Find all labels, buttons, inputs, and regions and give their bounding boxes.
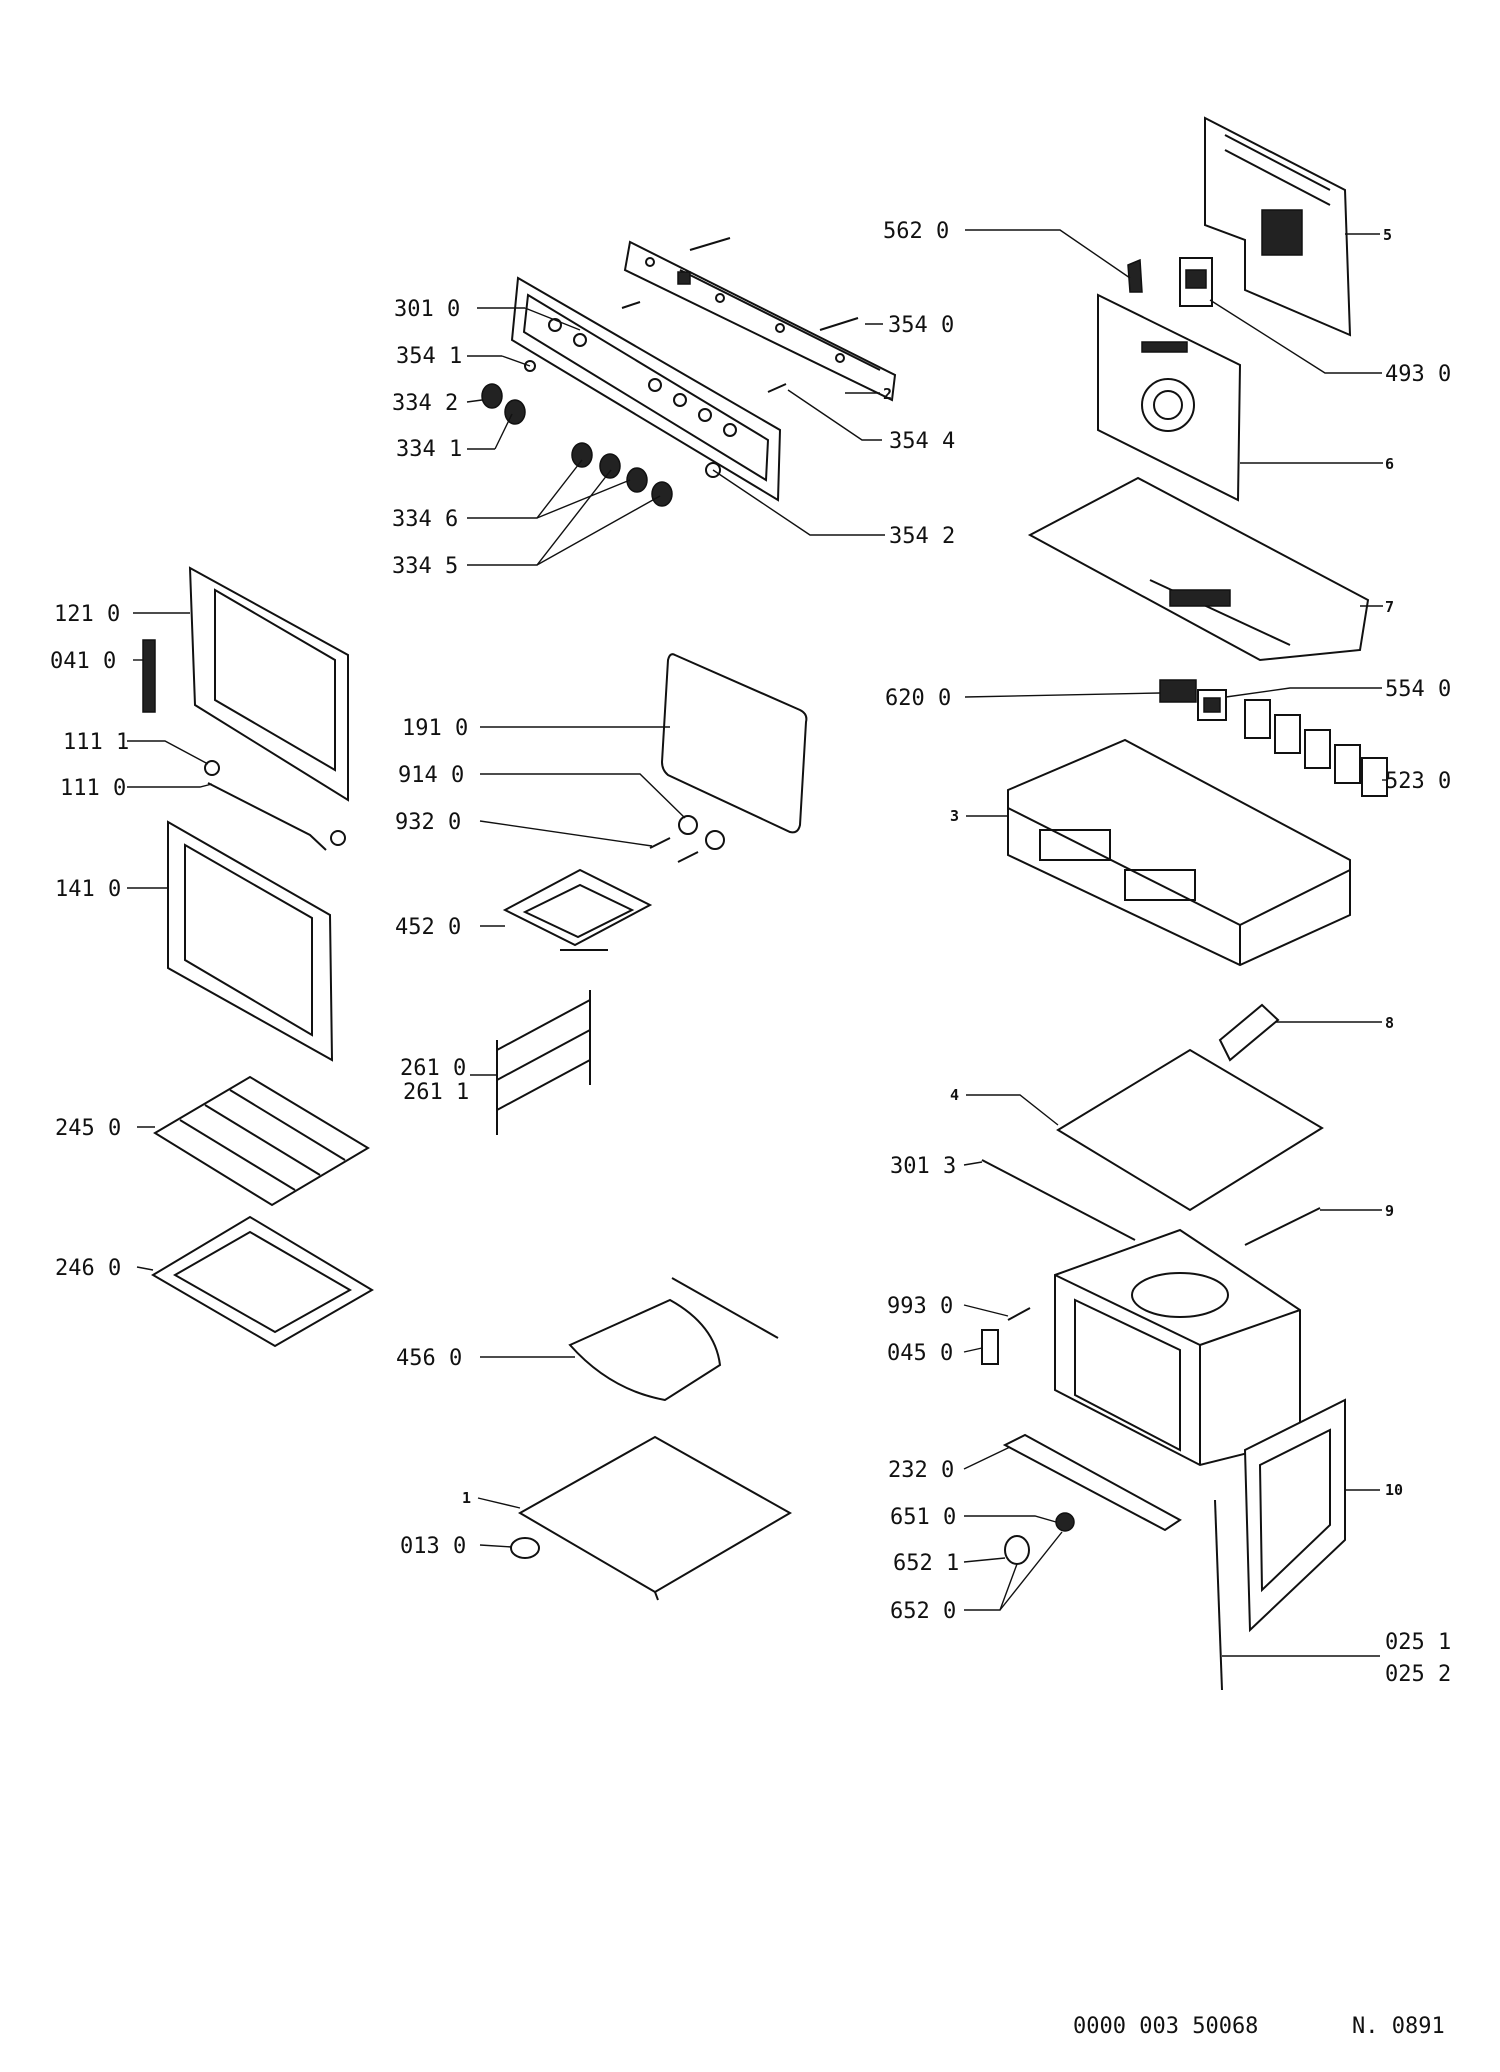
callout-334-6: 334 6	[392, 507, 458, 532]
callout-small-1: 1	[462, 1489, 471, 1507]
rear-cover-panel	[1204, 116, 1352, 337]
strip-301-3	[981, 1159, 1136, 1241]
rotisserie-456	[568, 1277, 779, 1402]
callout-small-4: 4	[950, 1086, 959, 1104]
callout-452-0: 452 0	[395, 915, 461, 940]
callout-261-0: 261 0	[400, 1056, 466, 1081]
callout-121-0: 121 0	[54, 602, 120, 627]
callout-small-5: 5	[1383, 226, 1392, 244]
switch-620	[1159, 679, 1197, 703]
oven-cavity	[1054, 1228, 1301, 1467]
callout-045-0: 045 0	[887, 1341, 953, 1366]
callout-651-0: 651 0	[890, 1505, 956, 1530]
callout-914-0: 914 0	[398, 763, 464, 788]
lamp-cover-652	[1004, 1535, 1030, 1565]
relay-493	[1179, 257, 1213, 307]
callout-354-4: 354 4	[889, 429, 955, 454]
thermostats-523	[1244, 699, 1388, 797]
rod-9	[1244, 1207, 1321, 1246]
callout-523-0: 523 0	[1385, 769, 1451, 794]
callout-025-2: 025 2	[1385, 1662, 1451, 1687]
hinge-045	[981, 1329, 999, 1365]
side-rails-261	[496, 990, 591, 1135]
lamp-651	[1055, 1512, 1075, 1532]
callout-993-0: 993 0	[887, 1294, 953, 1319]
callout-111-1: 111 1	[63, 730, 129, 755]
nuts-914	[678, 815, 725, 850]
callout-493-0: 493 0	[1385, 362, 1451, 387]
callout-652-1: 652 1	[893, 1551, 959, 1576]
footer: 0000 003 50068 N. 0891	[1073, 2014, 1445, 2039]
callout-small-7: 7	[1385, 598, 1394, 616]
callout-620-0: 620 0	[885, 686, 951, 711]
callout-354-2: 354 2	[889, 524, 955, 549]
switch-554	[1197, 689, 1227, 721]
hinge-041	[142, 639, 156, 713]
strip-025	[1214, 1499, 1223, 1691]
baking-tray-246	[151, 1215, 374, 1348]
base-plate-4	[1056, 1048, 1324, 1212]
bracket-8	[1218, 1003, 1280, 1062]
side-panel-10	[1243, 1398, 1346, 1633]
part-993	[1007, 1307, 1031, 1321]
callout-246-0: 246 0	[55, 1256, 121, 1281]
callout-301-0: 301 0	[394, 297, 460, 322]
footer-ref: N. 0891	[1352, 2014, 1445, 2039]
heating-element-452	[502, 868, 653, 951]
callout-small-3: 3	[950, 807, 959, 825]
footer-code: 0000 003 50068	[1073, 2014, 1258, 2039]
callout-small-2: 2	[883, 385, 892, 403]
callout-025-1: 025 1	[1385, 1630, 1451, 1655]
callout-141-0: 141 0	[55, 877, 121, 902]
control-panel-bracket	[623, 240, 897, 402]
callout-small-6: 6	[1385, 455, 1394, 473]
hinge-111	[204, 760, 346, 851]
springs-932	[649, 837, 699, 863]
control-panel-fascia	[510, 276, 782, 502]
small-pins	[621, 237, 859, 393]
bottom-plate-1	[517, 1435, 793, 1601]
grid-shelf-245	[153, 1075, 370, 1207]
strip-232	[1002, 1433, 1182, 1532]
callout-labels: 562 0 301 0 354 0 354 1 334 2 334 1 354 …	[50, 219, 1451, 1687]
callout-013-0: 013 0	[400, 1534, 466, 1559]
callout-small-10: 10	[1385, 1481, 1403, 1499]
callout-261-1: 261 1	[403, 1080, 469, 1105]
foot-013	[510, 1537, 540, 1559]
callout-354-1: 354 1	[396, 344, 462, 369]
callout-191-0: 191 0	[402, 716, 468, 741]
callout-334-2: 334 2	[392, 391, 458, 416]
callout-041-0: 041 0	[50, 649, 116, 674]
outer-glass-141	[167, 820, 334, 1062]
callout-small-8: 8	[1385, 1014, 1394, 1032]
callout-small-9: 9	[1385, 1202, 1394, 1220]
callout-932-0: 932 0	[395, 810, 461, 835]
callout-111-0: 111 0	[60, 776, 126, 801]
leader-lines	[127, 229, 1387, 1657]
inner-door-121	[188, 566, 349, 802]
callout-456-0: 456 0	[396, 1346, 462, 1371]
housing-tray-3	[1007, 738, 1351, 967]
bracket-562	[1127, 258, 1143, 293]
callout-334-1: 334 1	[396, 437, 462, 462]
rear-panel-6	[1097, 293, 1242, 502]
callout-554-0: 554 0	[1385, 677, 1451, 702]
callout-301-3: 301 3	[890, 1154, 956, 1179]
door-seal-191	[660, 653, 808, 834]
callout-562-0: 562 0	[883, 219, 949, 244]
top-cover-7	[1027, 476, 1370, 662]
callout-334-5: 334 5	[392, 554, 458, 579]
callout-652-0: 652 0	[890, 1599, 956, 1624]
callout-354-0: 354 0	[888, 313, 954, 338]
callout-245-0: 245 0	[55, 1116, 121, 1141]
callout-232-0: 232 0	[888, 1458, 954, 1483]
